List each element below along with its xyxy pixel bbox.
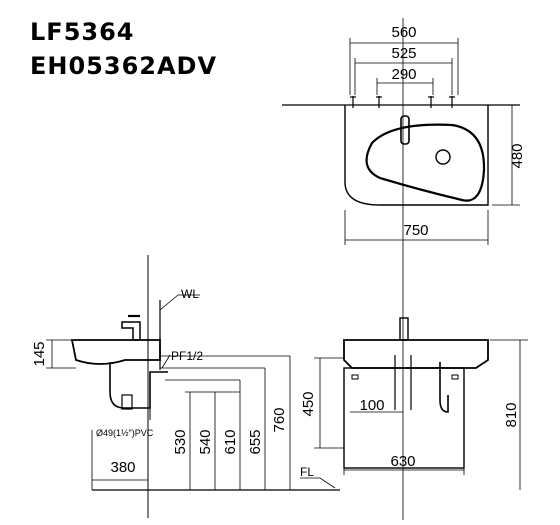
trap-front [439,362,449,413]
side-view [46,255,340,518]
dim-145: 145 [31,341,48,366]
dim-450: 450 [300,391,317,416]
front-view [314,317,528,490]
dim-810: 810 [503,402,520,427]
faucet-top [400,115,410,145]
total-height-dim [490,339,528,490]
pf-label: PF1/2 [171,349,203,363]
overall-dim [344,210,489,245]
basin-side [70,339,161,365]
trap-fitting [121,394,133,410]
pf-leader [161,354,171,369]
pipe-label: Ø49(1½")PVC [96,428,154,438]
dim-655: 655 [247,429,264,454]
dim-560: 560 [391,24,416,41]
model-code-cabinet: EH05362ADV [30,52,218,80]
width-dims [349,38,459,95]
height-dims [91,355,291,490]
dim-525: 525 [391,45,416,62]
fl-label: FL [300,465,314,479]
trap-pipe [109,362,168,409]
cabinet-height-dim [314,357,344,449]
dim-530: 530 [172,429,189,454]
wl-leader [159,294,200,311]
dim-380: 380 [110,459,135,476]
basin-front [343,339,489,369]
fixing-bolts [350,96,455,108]
depth-dim [492,105,520,206]
thickness-dim [46,339,76,369]
dim-610: 610 [222,429,239,454]
dim-100: 100 [359,397,384,414]
counter-outline [344,105,489,206]
dim-630: 630 [390,453,415,470]
cabinet-front [343,367,465,469]
dim-540: 540 [197,429,214,454]
wl-label: WL [181,287,199,301]
faucet-front [399,317,409,341]
drain-hole [435,149,451,165]
basin-bowl [365,123,486,202]
supply-pipes [394,355,412,410]
dim-480: 480 [509,143,526,168]
dim-290: 290 [391,66,416,83]
model-code-basin: LF5364 [30,18,135,46]
top-view [282,18,520,520]
dim-760: 760 [271,407,288,432]
faucet-side [121,321,141,341]
width-dim [343,468,465,475]
dim-750: 750 [403,222,428,239]
fl-leader [300,477,336,489]
